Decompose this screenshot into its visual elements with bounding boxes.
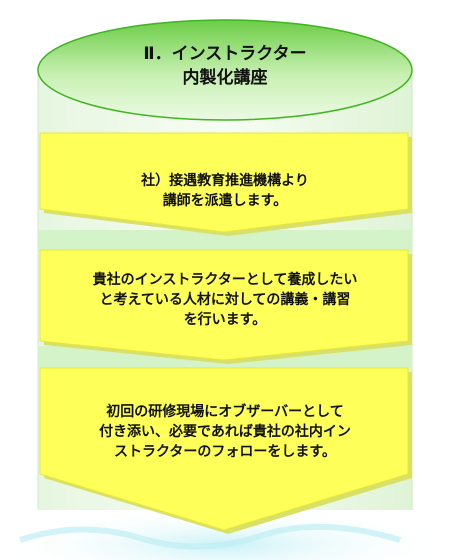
step-3-text: 初回の研修現場にオブザーバーとして 付き添い、必要であれば貴社の社内イン ストラ… — [40, 402, 410, 462]
cylinder-top-cap — [37, 19, 413, 121]
step-1-arrow — [39, 132, 412, 236]
title-line-1: Ⅱ．インストラクター — [143, 44, 307, 64]
step-3-line-1: 初回の研修現場にオブザーバーとして — [106, 404, 344, 420]
step-2-line-2: と考えている人材に対しての講義・講習 — [99, 292, 351, 308]
step-1-line-2: 講師を派遣します。 — [162, 193, 288, 209]
diagram-title: Ⅱ．インストラクター 内製化講座 — [38, 42, 412, 90]
cylinder-band-1 — [38, 230, 412, 252]
water-reflection — [0, 507, 450, 560]
water-ripple — [19, 523, 401, 550]
step-2-text: 貴社のインストラクターとして養成したい と考えている人材に対しての講義・講習 を… — [40, 270, 410, 330]
step-2-line-3: を行います。 — [183, 312, 267, 328]
step-3-arrow — [39, 367, 412, 534]
step-3-line-3: ストラクターのフォローをします。 — [113, 444, 337, 460]
step-2-arrow — [39, 249, 412, 364]
step-3-line-2: 付き添い、必要であれば貴社の社内イン — [99, 424, 351, 440]
step-1-text: 社）接遇教育推進機構より 講師を派遣します。 — [40, 171, 410, 211]
step-1-line-1: 社）接遇教育推進機構より — [141, 173, 309, 189]
step-2-line-1: 貴社のインストラクターとして養成したい — [92, 272, 358, 288]
title-line-2: 内製化講座 — [182, 68, 268, 88]
